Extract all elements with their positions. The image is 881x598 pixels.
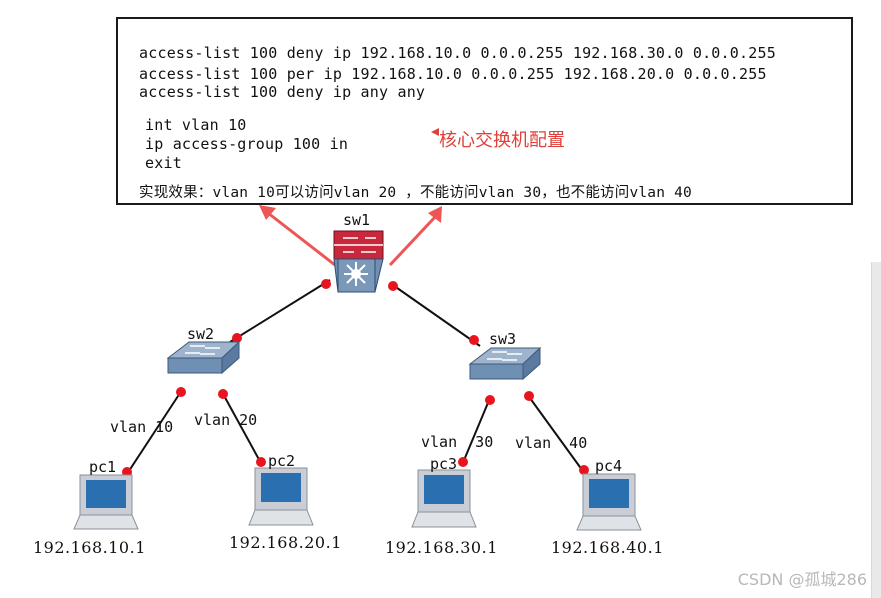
link-dot <box>232 333 242 343</box>
link-sw1-sw2 <box>229 279 331 343</box>
link-sw2-pc1 <box>124 389 183 478</box>
link-dot <box>256 457 266 467</box>
pc4-icon[interactable] <box>576 473 642 531</box>
pc1-icon[interactable] <box>73 474 139 530</box>
sw1-label: sw1 <box>343 211 371 229</box>
link-sw1-sw3 <box>389 282 481 347</box>
config-box: access-list 100 deny ip 192.168.10.0 0.0… <box>116 17 853 205</box>
link-dot <box>176 387 186 397</box>
pc2-icon[interactable] <box>248 467 314 526</box>
link-dot <box>469 335 479 345</box>
link-dot <box>321 279 331 289</box>
pc4-label: pc4 <box>595 457 623 475</box>
link-dot <box>218 389 228 399</box>
link-sw3-pc3 <box>461 397 491 466</box>
note-pointer-icon <box>431 128 439 136</box>
interface-line: ip access-group 100 in <box>145 135 349 153</box>
access-switch-sw3-icon[interactable] <box>468 346 542 381</box>
acl-line: access-list 100 deny ip 192.168.10.0 0.0… <box>139 44 776 62</box>
callout-arrow-left <box>259 205 336 267</box>
acl-line: access-list 100 per ip 192.168.10.0 0.0.… <box>139 65 767 83</box>
link-sw2-pc2 <box>221 391 263 466</box>
pc4-ip: 192.168.40.1 <box>551 538 664 557</box>
vlan-label-pc4: vlan 40 <box>515 434 588 452</box>
callout-arrow-right <box>388 206 442 267</box>
watermark: CSDN @孤城286 <box>737 570 867 589</box>
link-dot <box>388 281 398 291</box>
sw3-label: sw3 <box>489 330 517 348</box>
result-line: 实现效果：vlan 10可以访问vlan 20 ，不能访问vlan 30，也不能… <box>139 185 692 201</box>
link-dot <box>524 391 534 401</box>
vlan-label-pc2: vlan 20 <box>194 411 258 429</box>
acl-line: access-list 100 deny ip any any <box>139 83 426 101</box>
pc1-ip: 192.168.10.1 <box>33 538 146 557</box>
pc3-icon[interactable] <box>411 469 477 528</box>
link-sw3-pc4 <box>526 393 586 475</box>
vertical-scrollbar[interactable] <box>871 262 881 598</box>
sw2-label: sw2 <box>187 325 215 343</box>
pc3-label: pc3 <box>430 455 458 473</box>
link-dot <box>485 395 495 405</box>
pc1-label: pc1 <box>89 458 117 476</box>
vlan-label-pc3: vlan 30 <box>421 433 494 451</box>
interface-line: int vlan 10 <box>145 116 247 134</box>
link-dot <box>458 457 468 467</box>
core-switch-note: 核心交换机配置 <box>439 130 565 151</box>
pc2-label: pc2 <box>268 452 296 470</box>
core-switch-icon[interactable] <box>333 230 384 293</box>
pc2-ip: 192.168.20.1 <box>229 533 342 552</box>
vlan-label-pc1: vlan 10 <box>110 418 174 436</box>
interface-line: exit <box>145 154 182 172</box>
pc3-ip: 192.168.30.1 <box>385 538 498 557</box>
access-switch-sw2-icon[interactable] <box>166 340 241 375</box>
link-dot <box>579 465 589 475</box>
